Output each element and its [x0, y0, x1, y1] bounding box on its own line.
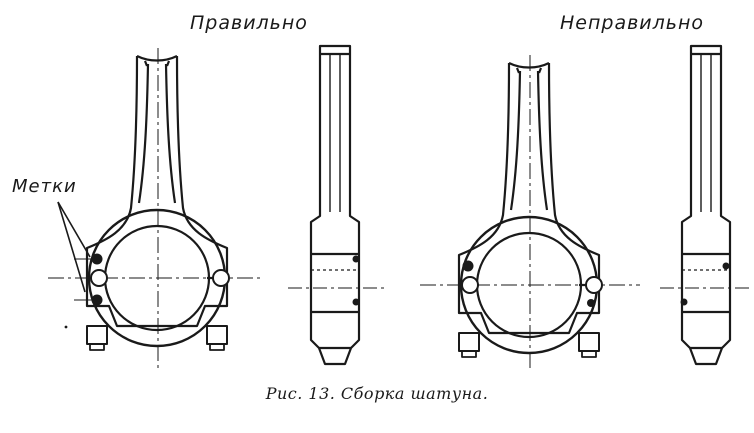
alignment-mark-icon: [352, 255, 360, 263]
incorrect-side-view: [660, 44, 752, 366]
alignment-mark-icon: [462, 260, 474, 272]
alignment-mark-icon: [680, 298, 688, 306]
alignment-mark-icon: [352, 298, 360, 306]
marks-label: Метки: [12, 176, 77, 197]
alignment-mark-icon: [91, 294, 103, 306]
alignment-mark-icon: [722, 262, 730, 270]
incorrect-label: Неправильно: [560, 12, 705, 34]
figure-caption: Рис. 13. Сборка шатуна.: [265, 384, 489, 403]
alignment-mark-icon: [91, 253, 103, 265]
correct-side-view: [288, 44, 384, 366]
correct-label: Правильно: [190, 12, 308, 34]
correct-front-view: [48, 48, 262, 372]
incorrect-front-view: [420, 55, 640, 372]
alignment-mark-icon: [587, 299, 595, 307]
